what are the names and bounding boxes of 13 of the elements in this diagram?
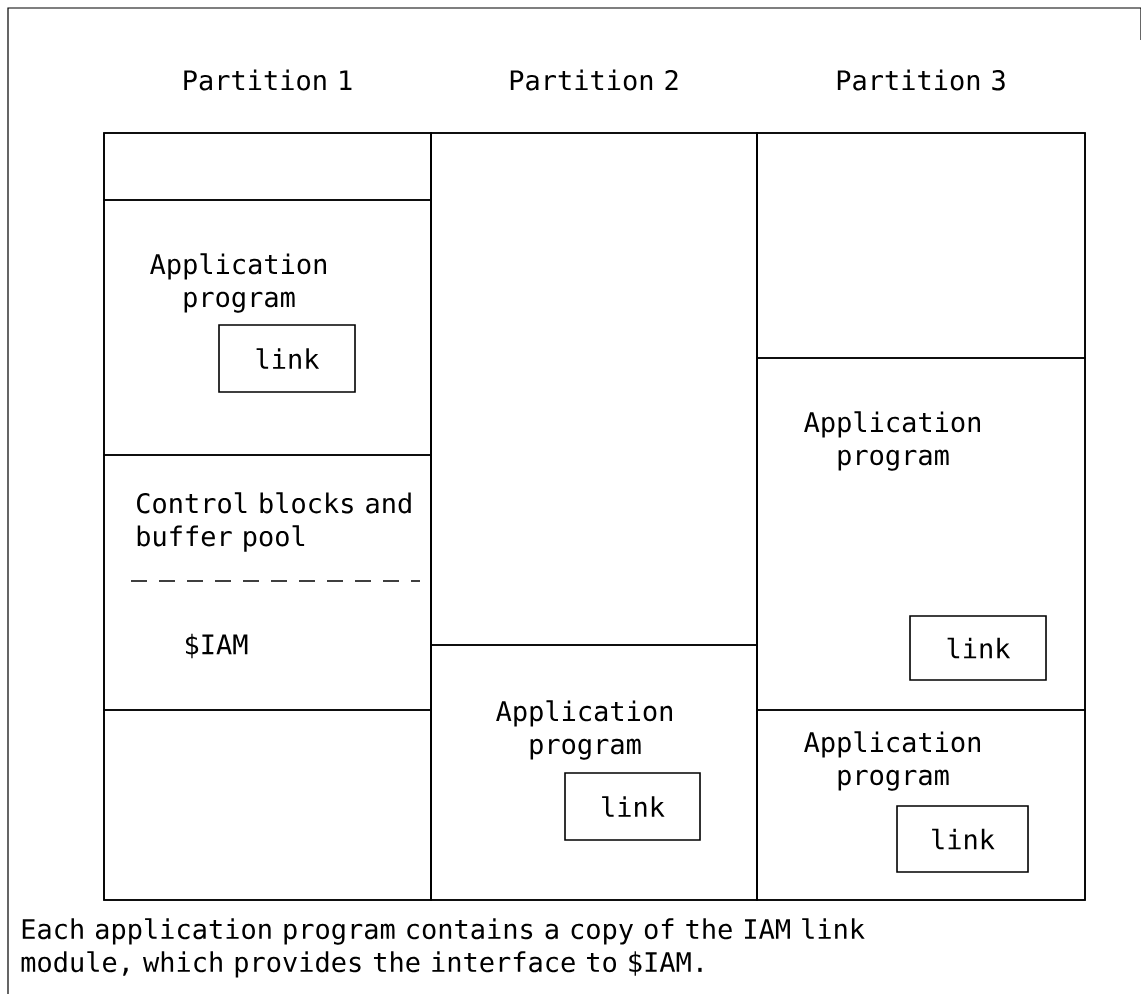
- node-label: Partition 2: [510, 69, 678, 91]
- link-box: link: [564, 772, 701, 841]
- memory-region-box: [756, 132, 1086, 359]
- caption: Each application program contains a copy of the IAM link module, which provides the interface to $IAM.: [21, 918, 865, 978]
- memory-region-box: Control blocks and buffer pool $IAM: [103, 454, 432, 711]
- memory-region-box: [103, 709, 432, 901]
- node-label: Partition 3: [837, 69, 1005, 91]
- link-box: link: [896, 805, 1029, 873]
- memory-region-box: [103, 132, 432, 201]
- link-box: link: [218, 324, 356, 393]
- memory-region-box: [430, 132, 758, 646]
- link-box: link: [909, 615, 1047, 681]
- node-label: Partition 1: [184, 69, 352, 91]
